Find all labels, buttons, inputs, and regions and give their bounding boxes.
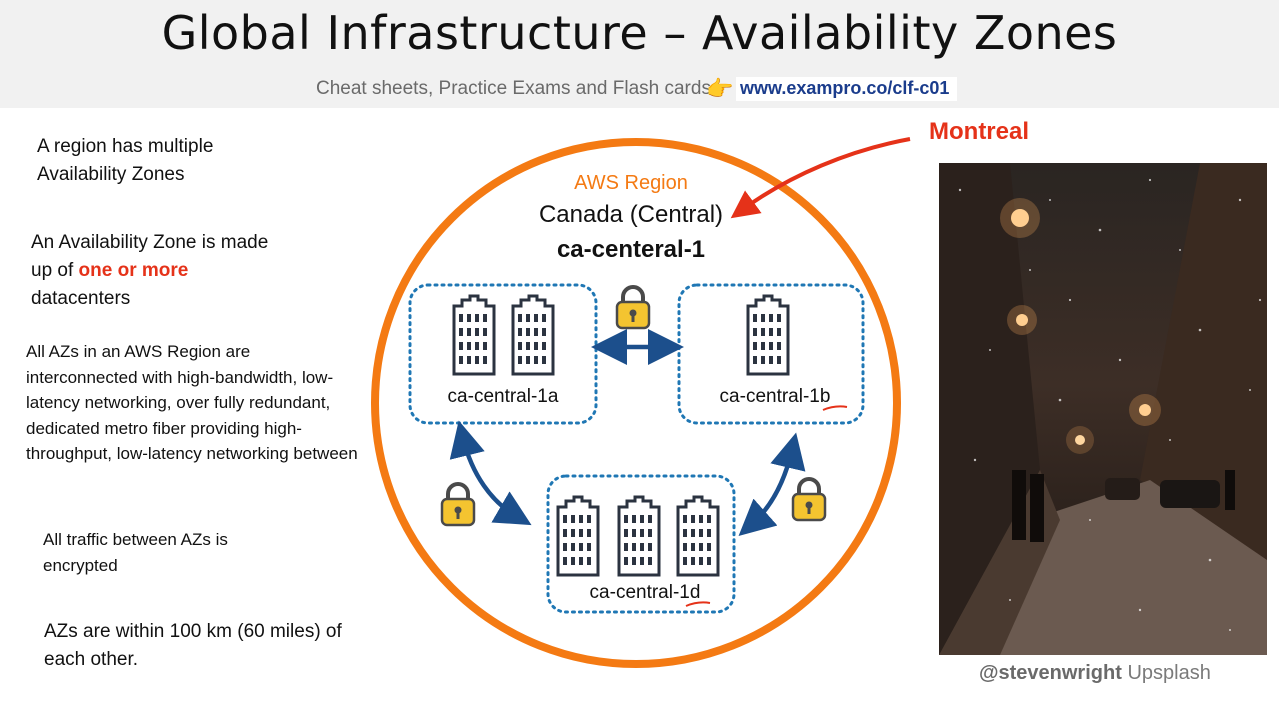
- building-icon: [746, 294, 790, 376]
- region-text: A region has multiple Availability Zones: [37, 136, 214, 185]
- padlock-icon: [615, 285, 651, 330]
- building-icon: [556, 495, 600, 577]
- double-arrow-icon: [738, 432, 806, 536]
- az-text: An Availability Zone is made up of one o…: [31, 229, 291, 313]
- photo-credit: @stevenwright Upsplash: [979, 662, 1211, 685]
- underline-mark: [685, 601, 711, 607]
- padlock-icon: [791, 477, 827, 522]
- zone-label-1b: ca-central-1b: [720, 386, 831, 407]
- building-icon: [452, 294, 496, 376]
- encryption-text: All traffic between AZs is encrypted: [43, 530, 228, 575]
- building-icon: [511, 294, 555, 376]
- region-code: ca-centeral-1: [557, 236, 705, 263]
- zone-label-1a: ca-central-1a: [448, 386, 559, 407]
- padlock-icon: [440, 482, 476, 527]
- building-icon: [676, 495, 720, 577]
- pointing-hand-icon: 👉: [706, 76, 734, 101]
- page-title: Global Infrastructure – Availability Zon…: [161, 6, 1118, 60]
- montreal-arrow: [730, 137, 911, 219]
- montreal-label: Montreal: [929, 118, 1030, 145]
- photo-credit-source: Upsplash: [1127, 662, 1211, 684]
- double-arrow-icon: [449, 420, 532, 526]
- region-circle: [371, 138, 901, 668]
- photo-credit-user: @stevenwright: [979, 662, 1122, 684]
- distance-text: AZs are within 100 km (60 miles) of each…: [44, 621, 342, 670]
- region-label: AWS Region: [574, 172, 688, 194]
- az-text-end: datacenters: [31, 288, 131, 309]
- header-bar: [0, 0, 1279, 108]
- url-link[interactable]: www.exampro.co/clf-c01: [736, 77, 958, 101]
- az-text-highlight: one or more: [78, 260, 189, 281]
- page-subtitle: Cheat sheets, Practice Exams and Flash c…: [316, 78, 711, 99]
- building-icon: [617, 495, 661, 577]
- montreal-street-photo: [939, 163, 1267, 655]
- az-text-start: An Availability Zone is made up of: [31, 232, 269, 281]
- region-name: Canada (Central): [539, 201, 723, 228]
- underline-mark: [822, 405, 848, 411]
- zone-box-1d: [546, 474, 736, 614]
- zone-label-1d: ca-central-1d: [590, 582, 701, 603]
- interconnect-text: All AZs in an AWS Region are interconnec…: [26, 342, 358, 463]
